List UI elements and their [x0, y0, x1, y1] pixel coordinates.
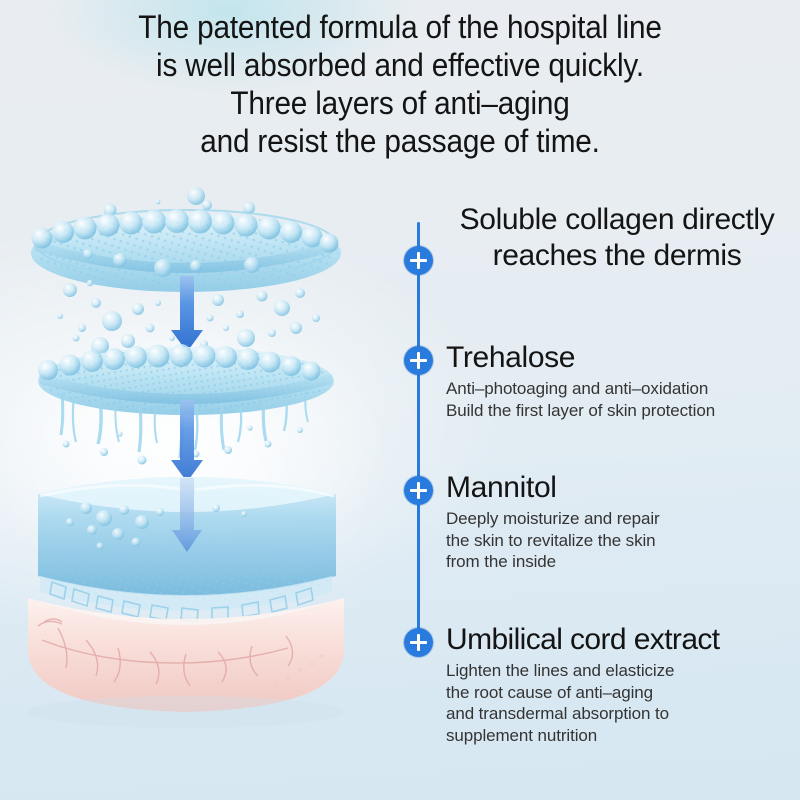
feature-description: Deeply moisturize and repair the skin to…	[446, 508, 800, 573]
feature-title: Soluble collagen directly reaches the de…	[459, 203, 775, 272]
top-water-disc	[31, 209, 341, 292]
feature-title: Mannitol	[446, 471, 557, 504]
plus-circle-icon[interactable]	[404, 628, 433, 657]
feature-list: Soluble collagen directly reaches the de…	[398, 196, 800, 796]
feature-desc-line: the skin to revitalize the skin	[446, 530, 656, 550]
skin-texture	[262, 654, 324, 690]
plus-circle-icon[interactable]	[404, 246, 433, 275]
headline-line-2: is well absorbed and effective quickly.	[156, 47, 644, 83]
feature-desc-line: from the inside	[446, 552, 556, 571]
plus-circle-icon[interactable]	[404, 346, 433, 375]
top-disc-beads	[31, 209, 339, 253]
headline-line-4: and resist the passage of time.	[200, 123, 600, 159]
absorption-arrow-upper	[171, 276, 203, 352]
feature-desc-line: Anti–photoaging and anti–oxidation	[446, 379, 709, 398]
cell-membrane-row	[40, 576, 332, 623]
drip-droplets	[62, 425, 303, 465]
feature-desc-line: the root cause of anti–aging	[446, 682, 654, 702]
feature-title: Trehalose	[446, 341, 576, 374]
plus-circle-icon[interactable]	[404, 476, 433, 505]
feature-title: Umbilical cord extract	[446, 623, 720, 656]
feature-description: Anti–photoaging and anti–oxidation Build…	[446, 378, 800, 421]
headline-line-3: Three layers of anti–aging	[230, 85, 570, 121]
illustration-svg	[0, 187, 390, 728]
middle-water-disc	[38, 344, 334, 465]
page-title: The patented formula of the hospital lin…	[0, 8, 800, 160]
middle-disc-beads	[38, 344, 321, 381]
capillary-lines	[37, 618, 294, 687]
feature-desc-line: Build the first layer of skin protection	[446, 400, 716, 420]
timeline-spine	[417, 222, 420, 652]
skin-dermis-base	[28, 598, 344, 728]
absorption-arrow-lower	[172, 478, 202, 552]
feature-desc-line: Deeply moisturize and repair	[446, 509, 660, 528]
three-layer-skin-absorption-diagram	[0, 178, 400, 800]
water-drip-strands	[59, 389, 309, 459]
feature-description: Lighten the lines and elasticize the roo…	[446, 660, 800, 746]
absorption-arrow-middle	[171, 400, 203, 482]
headline-line-1: The patented formula of the hospital lin…	[138, 9, 662, 45]
feature-desc-line: supplement nutrition	[446, 725, 598, 745]
basin-foam	[66, 502, 247, 550]
feature-desc-line: Lighten the lines and elasticize	[446, 661, 675, 680]
bubble-field-upper	[57, 279, 320, 355]
feature-desc-line: and transdermal absorption to	[446, 704, 669, 723]
